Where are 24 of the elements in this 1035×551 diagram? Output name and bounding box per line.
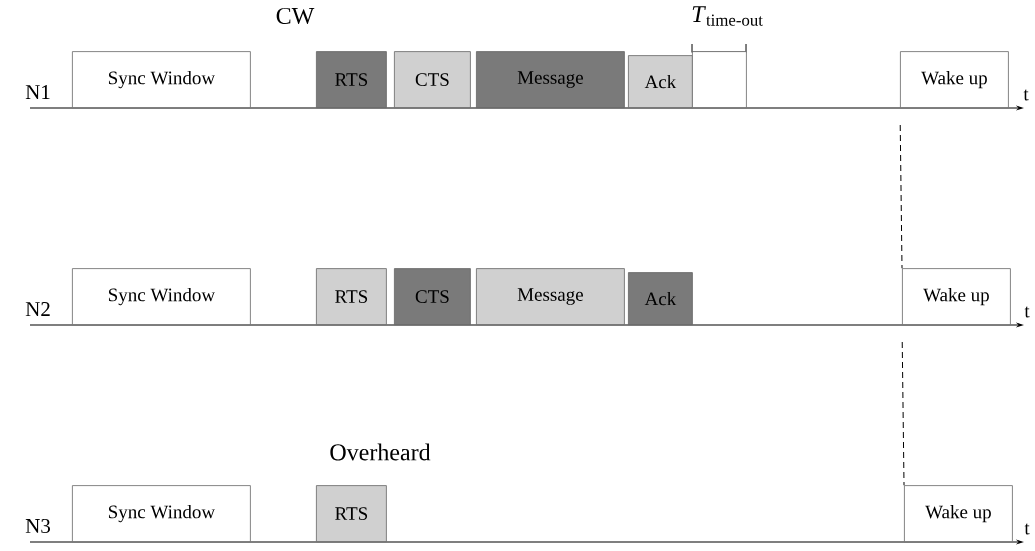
frame-box: RTS — [316, 485, 387, 542]
frame-box: CTS — [394, 51, 471, 108]
frame-box: Sync Window — [72, 485, 251, 542]
frame-box: Ack — [628, 272, 693, 325]
row-label: N3 — [25, 518, 50, 534]
row-label: N2 — [25, 302, 50, 316]
frame-box: Sync Window — [72, 51, 251, 108]
frame-box: Wake up — [904, 485, 1013, 542]
timeout-box — [692, 51, 747, 108]
frame-box: Wake up — [902, 268, 1011, 325]
frame-box: RTS — [316, 268, 387, 325]
row-label: N1 — [25, 85, 50, 99]
frame-box: CTS — [394, 268, 471, 325]
frame-box: Sync Window — [72, 268, 251, 325]
frame-box: Message — [476, 268, 625, 325]
timeout-label: T$_{time-out}$ — [692, 6, 763, 26]
note-label: Overheard — [330, 443, 431, 461]
frame-box: Message — [476, 51, 625, 108]
dashed-line — [899, 124, 903, 269]
heading-label: CW — [276, 7, 315, 25]
frame-box: Wake up — [900, 51, 1009, 108]
dashed-line — [901, 341, 905, 486]
frame-box: RTS — [316, 51, 387, 108]
frame-box: Ack — [628, 55, 693, 108]
